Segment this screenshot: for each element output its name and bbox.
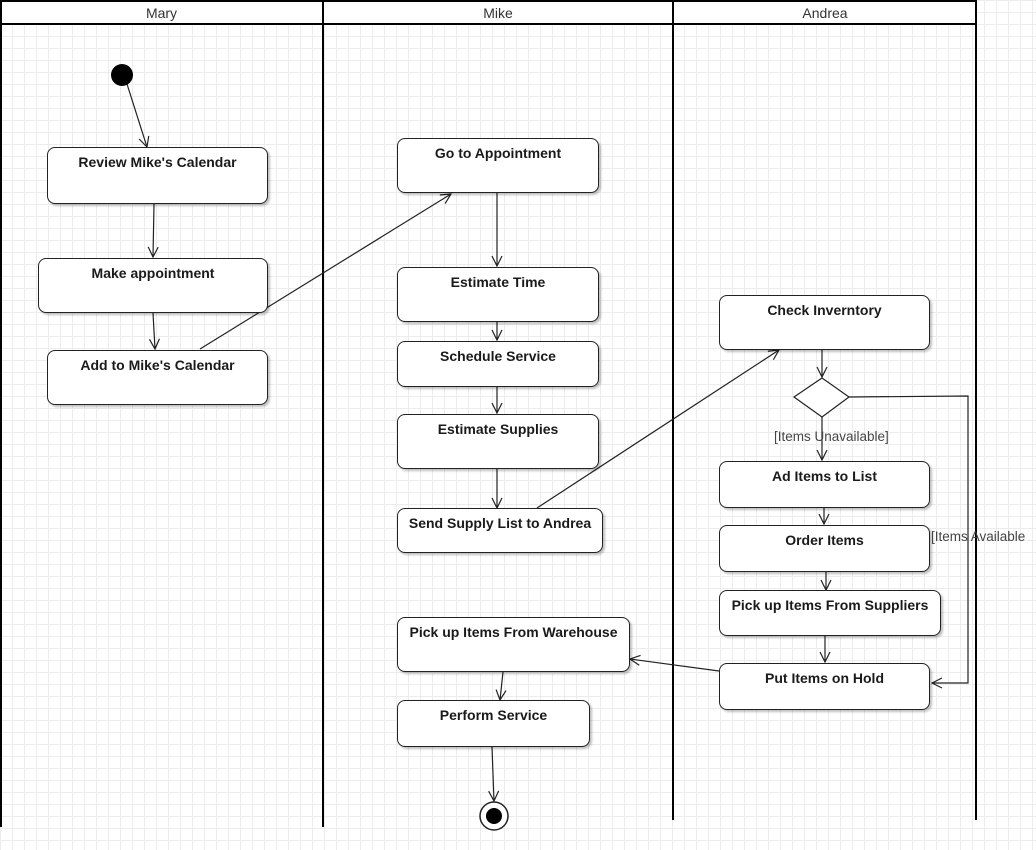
action-estimate-supplies[interactable]: Estimate Supplies [397,414,599,469]
start-node [111,64,133,86]
swimlane-mike: Mike [323,0,673,827]
lane-divider-right [975,0,977,820]
action-perform-service[interactable]: Perform Service [397,700,590,747]
lane-header-andrea: Andrea [673,0,977,25]
action-schedule-service[interactable]: Schedule Service [397,341,599,387]
action-add-items-list[interactable]: Ad Items to List [719,461,930,508]
guard-items-unavailable: [Items Unavailable] [774,429,889,444]
edge-add-goappointment [199,194,451,350]
edge-start-review [126,83,147,147]
action-pickup-warehouse[interactable]: Pick up Items From Warehouse [397,617,630,672]
lane-divider-left [0,0,2,827]
edge-make-add [153,312,155,349]
action-review-calendar[interactable]: Review Mike's Calendar [47,147,268,204]
swimlane-andrea: Andrea [673,0,977,827]
edge-decision-puthold [848,395,969,683]
action-go-appointment[interactable]: Go to Appointment [397,138,599,193]
edge-hold-warehouse [630,659,720,672]
decision-node [792,377,851,418]
edge-review-make [153,203,154,257]
action-add-calendar[interactable]: Add to Mike's Calendar [47,350,268,405]
edge-send-checkinventory [536,350,779,509]
action-put-on-hold[interactable]: Put Items on Hold [719,663,930,710]
lane-divider-mike-andrea [672,0,674,820]
lane-header-mike: Mike [323,0,673,25]
edge-warehouse-perform [500,671,503,700]
action-estimate-time[interactable]: Estimate Time [397,267,599,322]
action-pickup-suppliers[interactable]: Pick up Items From Suppliers [719,590,941,636]
edge-perform-end [492,746,494,801]
lane-divider-mary-mike [322,0,324,827]
action-send-supply-list[interactable]: Send Supply List to Andrea [397,508,603,553]
action-order-items[interactable]: Order Items [719,525,930,572]
end-node-inner [486,808,502,824]
guard-items-available: [Items Available [931,529,1026,544]
action-make-appointment[interactable]: Make appointment [38,258,268,313]
action-check-inventory[interactable]: Check Inverntory [719,295,930,350]
swimlane-mary: Mary [0,0,323,827]
lane-header-mary: Mary [0,0,323,25]
